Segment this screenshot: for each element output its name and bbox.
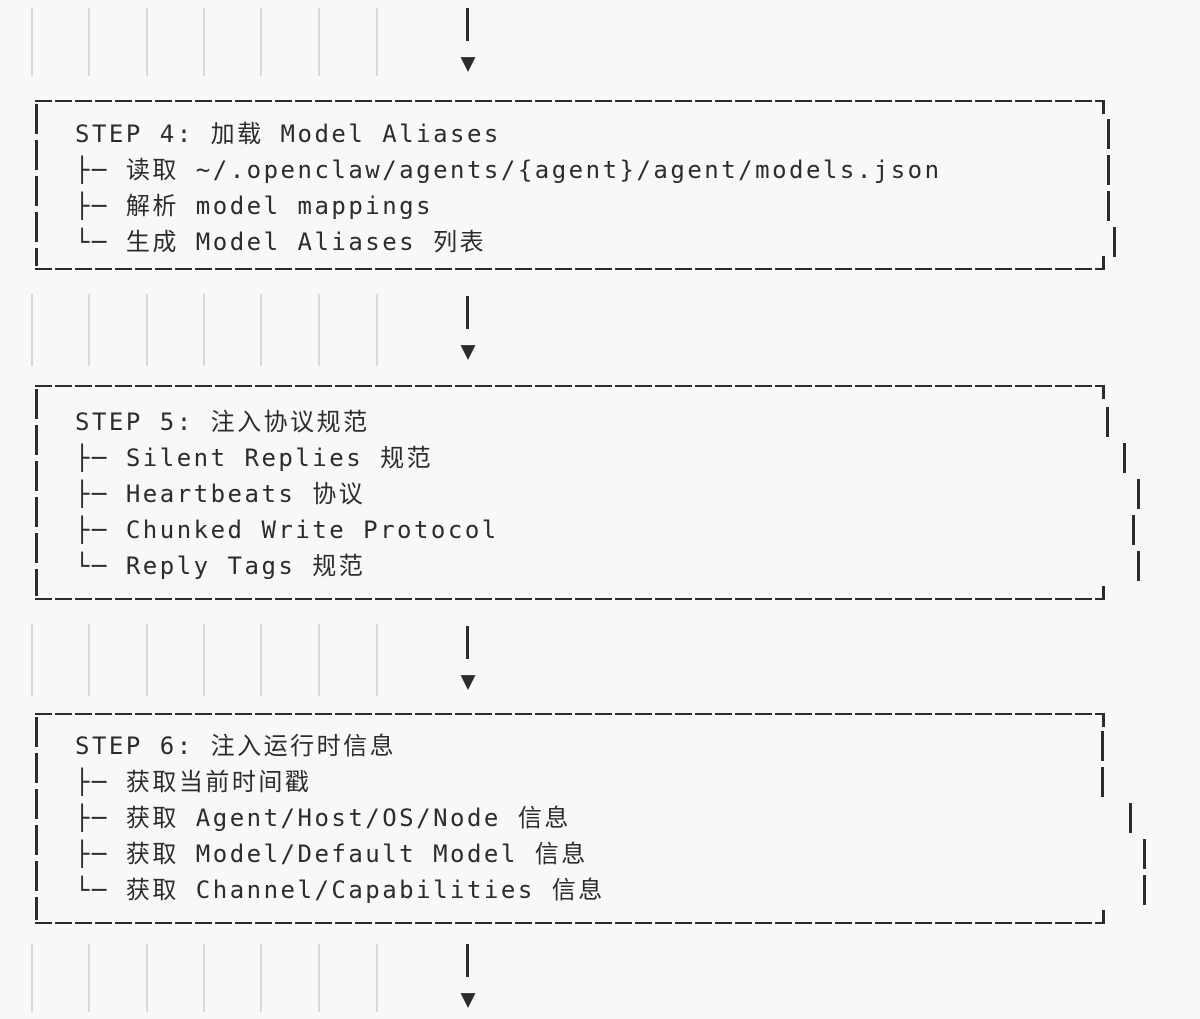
step-title: STEP 6: 注入运行时信息 xyxy=(75,732,397,760)
flow-connector: ▼ xyxy=(0,270,1200,385)
grid-line xyxy=(203,8,205,76)
step-box-5: STEP 5: 注入协议规范 ├─ Silent Replies 规范 ├─ H… xyxy=(35,385,1140,600)
grid-line xyxy=(146,944,148,1012)
grid-line xyxy=(376,294,378,366)
grid-line xyxy=(146,8,148,76)
box-border-dash xyxy=(1132,515,1135,545)
step-item: ├─ Chunked Write Protocol xyxy=(75,516,499,544)
step-item: └─ 生成 Model Aliases 列表 xyxy=(75,228,487,256)
flow-connector: ▼ xyxy=(0,600,1200,713)
grid-line xyxy=(318,624,320,696)
box-border-dash xyxy=(1137,551,1140,581)
arrow-down-icon: ▼ xyxy=(460,666,476,695)
box-border-dash xyxy=(1129,803,1132,833)
grid-line xyxy=(88,944,90,1012)
connector-line xyxy=(466,8,469,41)
arrow-down-icon: ▼ xyxy=(460,984,476,1013)
grid-line xyxy=(88,294,90,366)
box-border-dash xyxy=(1106,407,1109,437)
step-item: ├─ 解析 model mappings xyxy=(75,192,434,220)
arrow-down-icon: ▼ xyxy=(460,336,476,365)
box-border-dash xyxy=(1107,191,1110,221)
box-corner-dash xyxy=(1102,102,1105,114)
connector-line xyxy=(466,944,469,977)
box-border-dash xyxy=(1143,875,1146,905)
box-corner-dash xyxy=(1102,586,1105,598)
step-item: ├─ 获取 Agent/Host/OS/Node 信息 xyxy=(75,804,571,832)
grid-line xyxy=(260,944,262,1012)
box-corner-dash xyxy=(1102,256,1105,268)
grid-line xyxy=(260,8,262,76)
grid-line xyxy=(203,944,205,1012)
box-corner-dash xyxy=(1102,715,1105,727)
grid-line xyxy=(31,944,33,1012)
step-item: ├─ 获取当前时间戳 xyxy=(75,768,312,796)
grid-line xyxy=(318,8,320,76)
grid-line xyxy=(318,944,320,1012)
step-title: STEP 4: 加载 Model Aliases xyxy=(75,120,501,148)
grid-line xyxy=(260,294,262,366)
step-item: └─ Reply Tags 规范 xyxy=(75,552,366,580)
box-border-dash xyxy=(1107,155,1110,185)
step-item: ├─ 读取 ~/.openclaw/agents/{agent}/agent/m… xyxy=(75,156,942,184)
step-box-4: STEP 4: 加载 Model Aliases ├─ 读取 ~/.opencl… xyxy=(35,100,1116,270)
box-border-dash xyxy=(1137,479,1140,509)
step-item: ├─ 获取 Model/Default Model 信息 xyxy=(75,840,588,868)
grid-line xyxy=(31,624,33,696)
grid-line xyxy=(376,8,378,76)
grid-line xyxy=(376,944,378,1012)
flow-connector-top: ▼ xyxy=(0,0,1200,100)
grid-line xyxy=(203,294,205,366)
step-box-6: STEP 6: 注入运行时信息 ├─ 获取当前时间戳 ├─ 获取 Agent/H… xyxy=(35,713,1146,924)
grid-line xyxy=(146,624,148,696)
grid-line xyxy=(260,624,262,696)
grid-line xyxy=(146,294,148,366)
box-border-dash xyxy=(1107,119,1110,149)
box-border-dash xyxy=(1123,443,1126,473)
step-item: ├─ Silent Replies 规范 xyxy=(75,444,434,472)
box-corner-dash xyxy=(1102,387,1105,399)
grid-line xyxy=(31,294,33,366)
box-border-dash xyxy=(1143,839,1146,869)
connector-line xyxy=(466,626,469,659)
box-corner-dash xyxy=(1102,910,1105,922)
grid-line xyxy=(88,8,90,76)
step-item: ├─ Heartbeats 协议 xyxy=(75,480,366,508)
box-border-dash xyxy=(1101,767,1104,797)
grid-line xyxy=(376,624,378,696)
grid-line xyxy=(203,624,205,696)
connector-line xyxy=(466,296,469,329)
grid-line xyxy=(31,8,33,76)
flow-connector-bottom: ▼ xyxy=(0,924,1200,1019)
grid-line xyxy=(318,294,320,366)
box-border-dash xyxy=(1113,227,1116,257)
box-border-dash xyxy=(1101,731,1104,761)
step-item: └─ 获取 Channel/Capabilities 信息 xyxy=(75,876,605,904)
grid-line xyxy=(88,624,90,696)
step-title: STEP 5: 注入协议规范 xyxy=(75,408,370,436)
arrow-down-icon: ▼ xyxy=(460,48,476,77)
